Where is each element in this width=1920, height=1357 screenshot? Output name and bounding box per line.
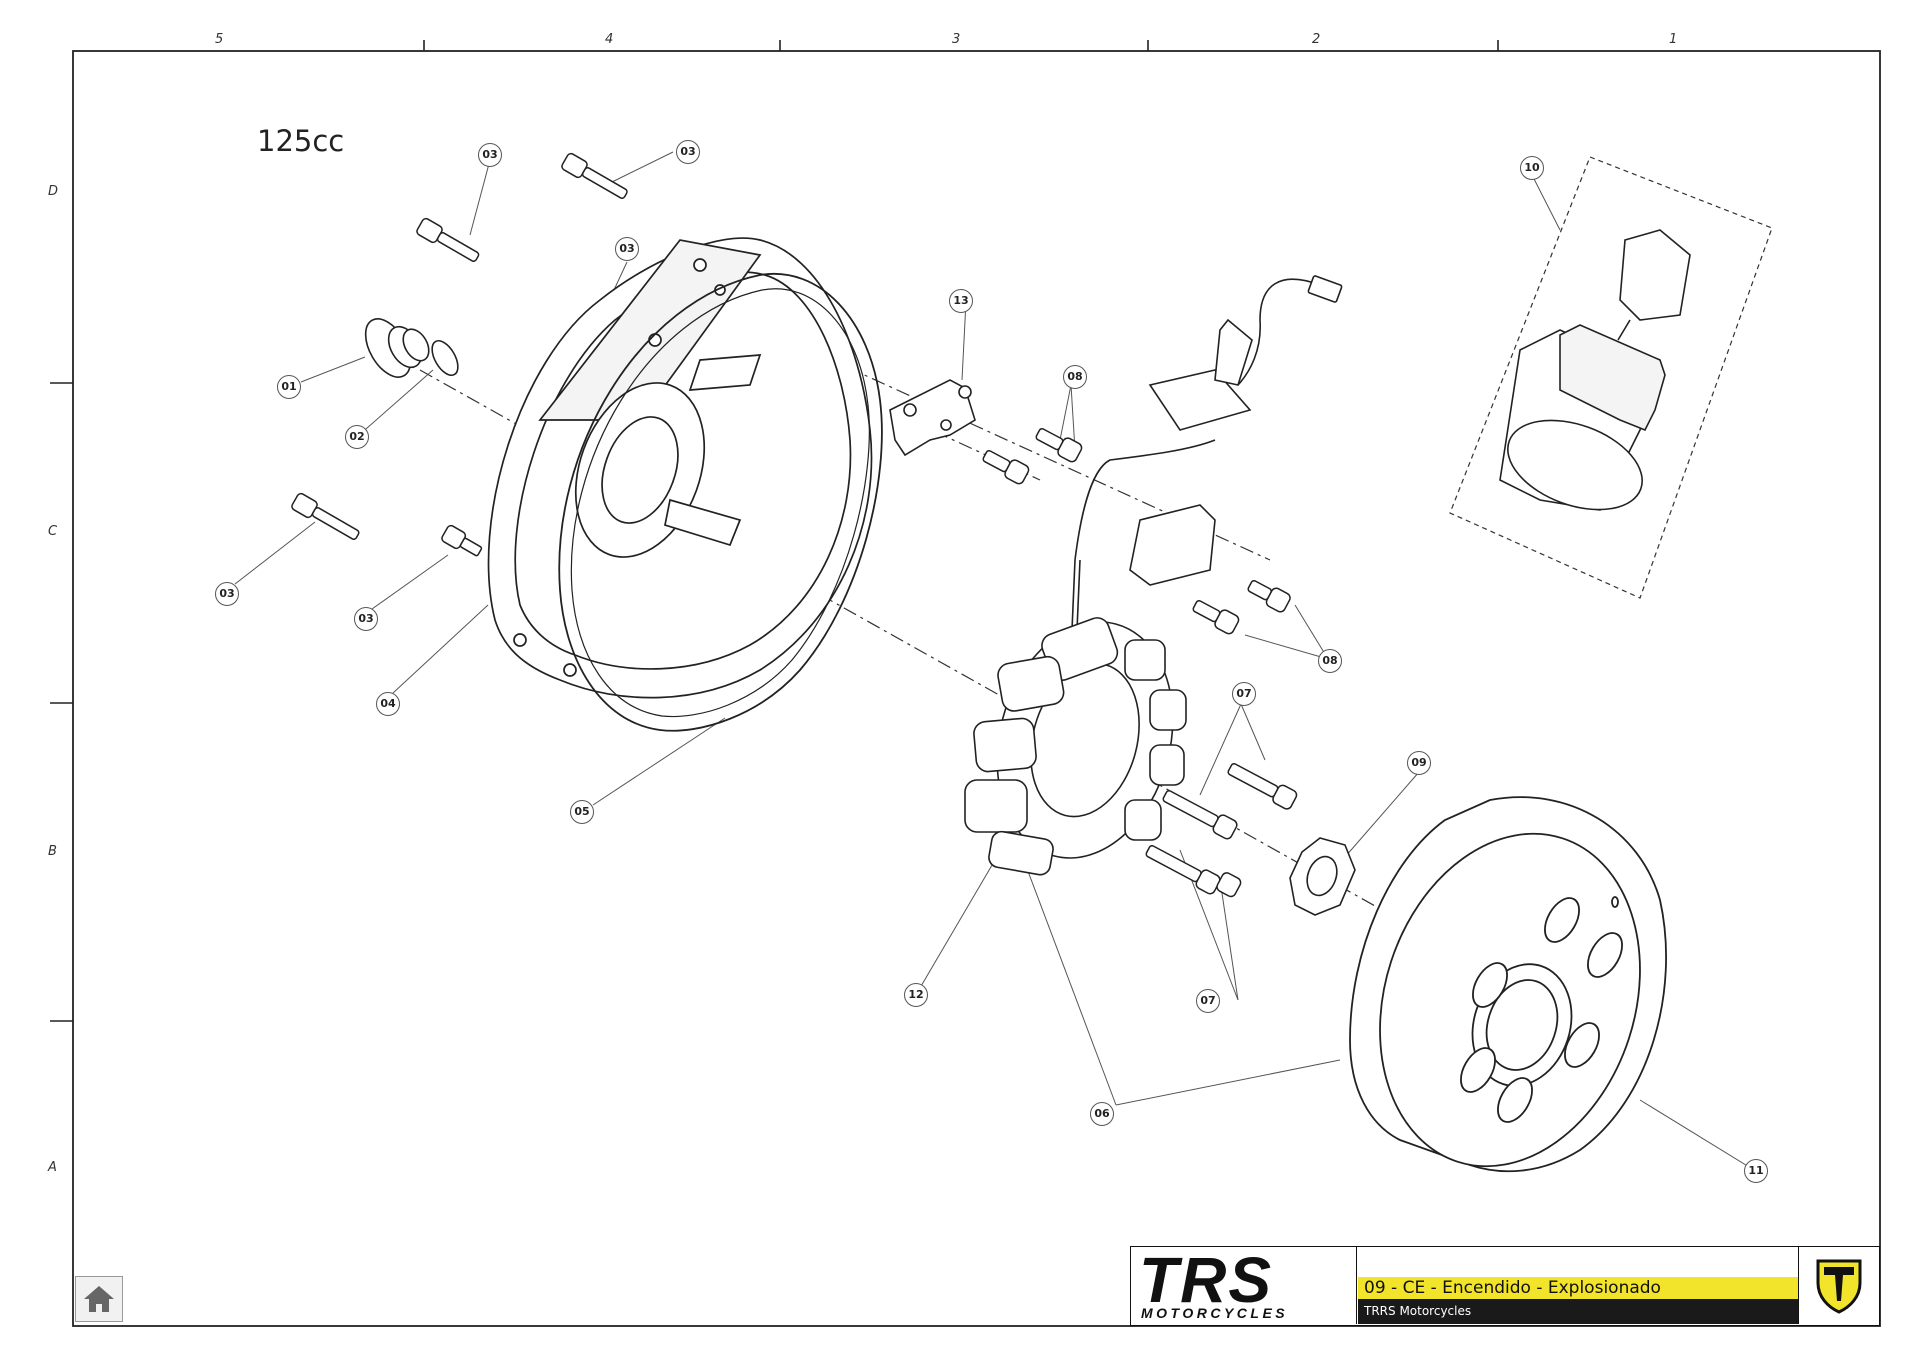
callout-03[interactable]: 03 [676, 140, 700, 164]
trs-logo: TRS MOTORCYCLES [1131, 1244, 1357, 1324]
home-icon [84, 1286, 114, 1312]
logo-subtext: MOTORCYCLES [1141, 1305, 1289, 1321]
part-07-screws [1145, 763, 1298, 898]
callout-12[interactable]: 12 [904, 983, 928, 1007]
drawing-title-cell: 09 - CE - Encendido - Explosionado TRRS … [1358, 1247, 1798, 1324]
part-10-group-box [1449, 156, 1773, 599]
grid-row-label: C [48, 524, 58, 539]
grid-row-label: B [48, 844, 57, 859]
part-01-plug [364, 318, 430, 378]
sheet-border [72, 50, 1881, 1327]
grid-column-label: 1 [1669, 32, 1678, 47]
trrs-emblem [1798, 1247, 1879, 1324]
part-05-gasket-inner [570, 288, 870, 718]
grid-row-label: A [48, 1160, 57, 1175]
part-04-ignition-cover [487, 237, 873, 699]
callout-03[interactable]: 03 [354, 607, 378, 631]
part-02-o-ring [431, 340, 459, 376]
part-08-screws [982, 428, 1291, 635]
callout-04[interactable]: 04 [376, 692, 400, 716]
grid-column-label: 5 [215, 32, 224, 47]
grid-column-label: 2 [1312, 32, 1321, 47]
drawing-title: 09 - CE - Encendido - Explosionado [1358, 1277, 1798, 1299]
part-13-bracket [889, 379, 976, 457]
part-05-gasket [558, 272, 883, 732]
pickup-coil-and-wiring [1071, 275, 1343, 631]
callout-02[interactable]: 02 [345, 425, 369, 449]
part-11-flywheel [1349, 796, 1667, 1173]
grid-column-label: 3 [952, 32, 961, 47]
callout-03[interactable]: 03 [478, 143, 502, 167]
shield-icon [1816, 1259, 1862, 1314]
callout-07[interactable]: 07 [1196, 989, 1220, 1013]
home-button[interactable] [75, 1276, 123, 1322]
callout-10[interactable]: 10 [1520, 156, 1544, 180]
engine-size-label: 125cc [257, 124, 345, 158]
callout-09[interactable]: 09 [1407, 751, 1431, 775]
callout-05[interactable]: 05 [570, 800, 594, 824]
callout-06[interactable]: 06 [1090, 1102, 1114, 1126]
part-09-nut [1289, 837, 1356, 916]
callout-03[interactable]: 03 [215, 582, 239, 606]
callout-08[interactable]: 08 [1318, 649, 1342, 673]
part-10-flywheel-puller [1499, 229, 1691, 511]
callout-11[interactable]: 11 [1744, 1159, 1768, 1183]
title-block: TRS MOTORCYCLES 09 - CE - Encendido - Ex… [1130, 1244, 1880, 1326]
part-12-stator [964, 617, 1187, 876]
callout-13[interactable]: 13 [949, 289, 973, 313]
main-axis-line [419, 369, 1401, 921]
callout-07[interactable]: 07 [1232, 682, 1256, 706]
callout-08[interactable]: 08 [1063, 365, 1087, 389]
logo-text: TRS [1139, 1244, 1273, 1316]
callout-01[interactable]: 01 [277, 375, 301, 399]
grid-row-label: D [48, 184, 59, 199]
callout-03[interactable]: 03 [615, 237, 639, 261]
grid-column-label: 4 [605, 32, 614, 47]
company-name: TRRS Motorcycles [1358, 1299, 1798, 1324]
